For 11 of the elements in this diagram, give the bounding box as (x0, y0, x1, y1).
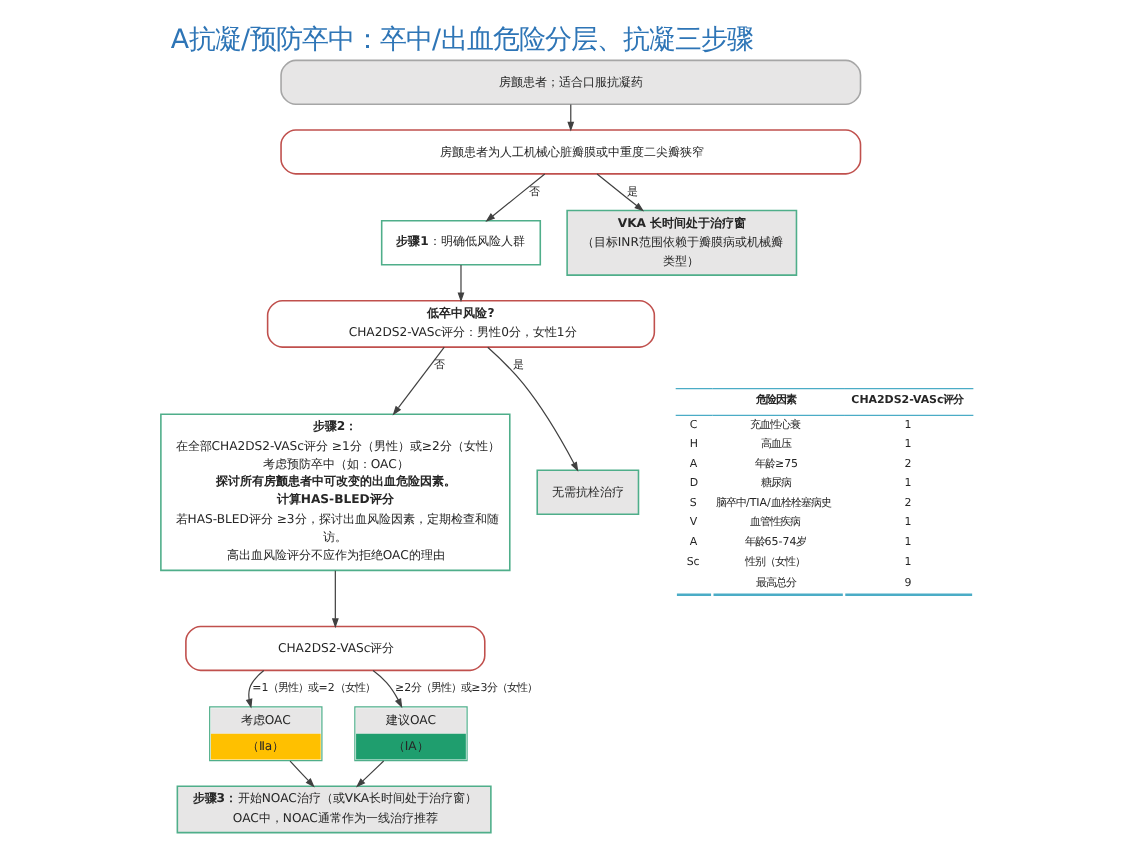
arrow (486, 346, 578, 472)
arrow (371, 669, 402, 709)
arrow (244, 670, 264, 709)
arrow (456, 264, 464, 303)
arrow (288, 760, 314, 788)
arrow (330, 570, 338, 629)
arrow (354, 760, 384, 788)
arrow (391, 346, 444, 416)
arrow (595, 173, 644, 212)
diagram-title: A抗凝/预防卒中：卒中/出血危险分层、抗凝三步骤 (169, 25, 753, 56)
arrow (484, 173, 545, 222)
